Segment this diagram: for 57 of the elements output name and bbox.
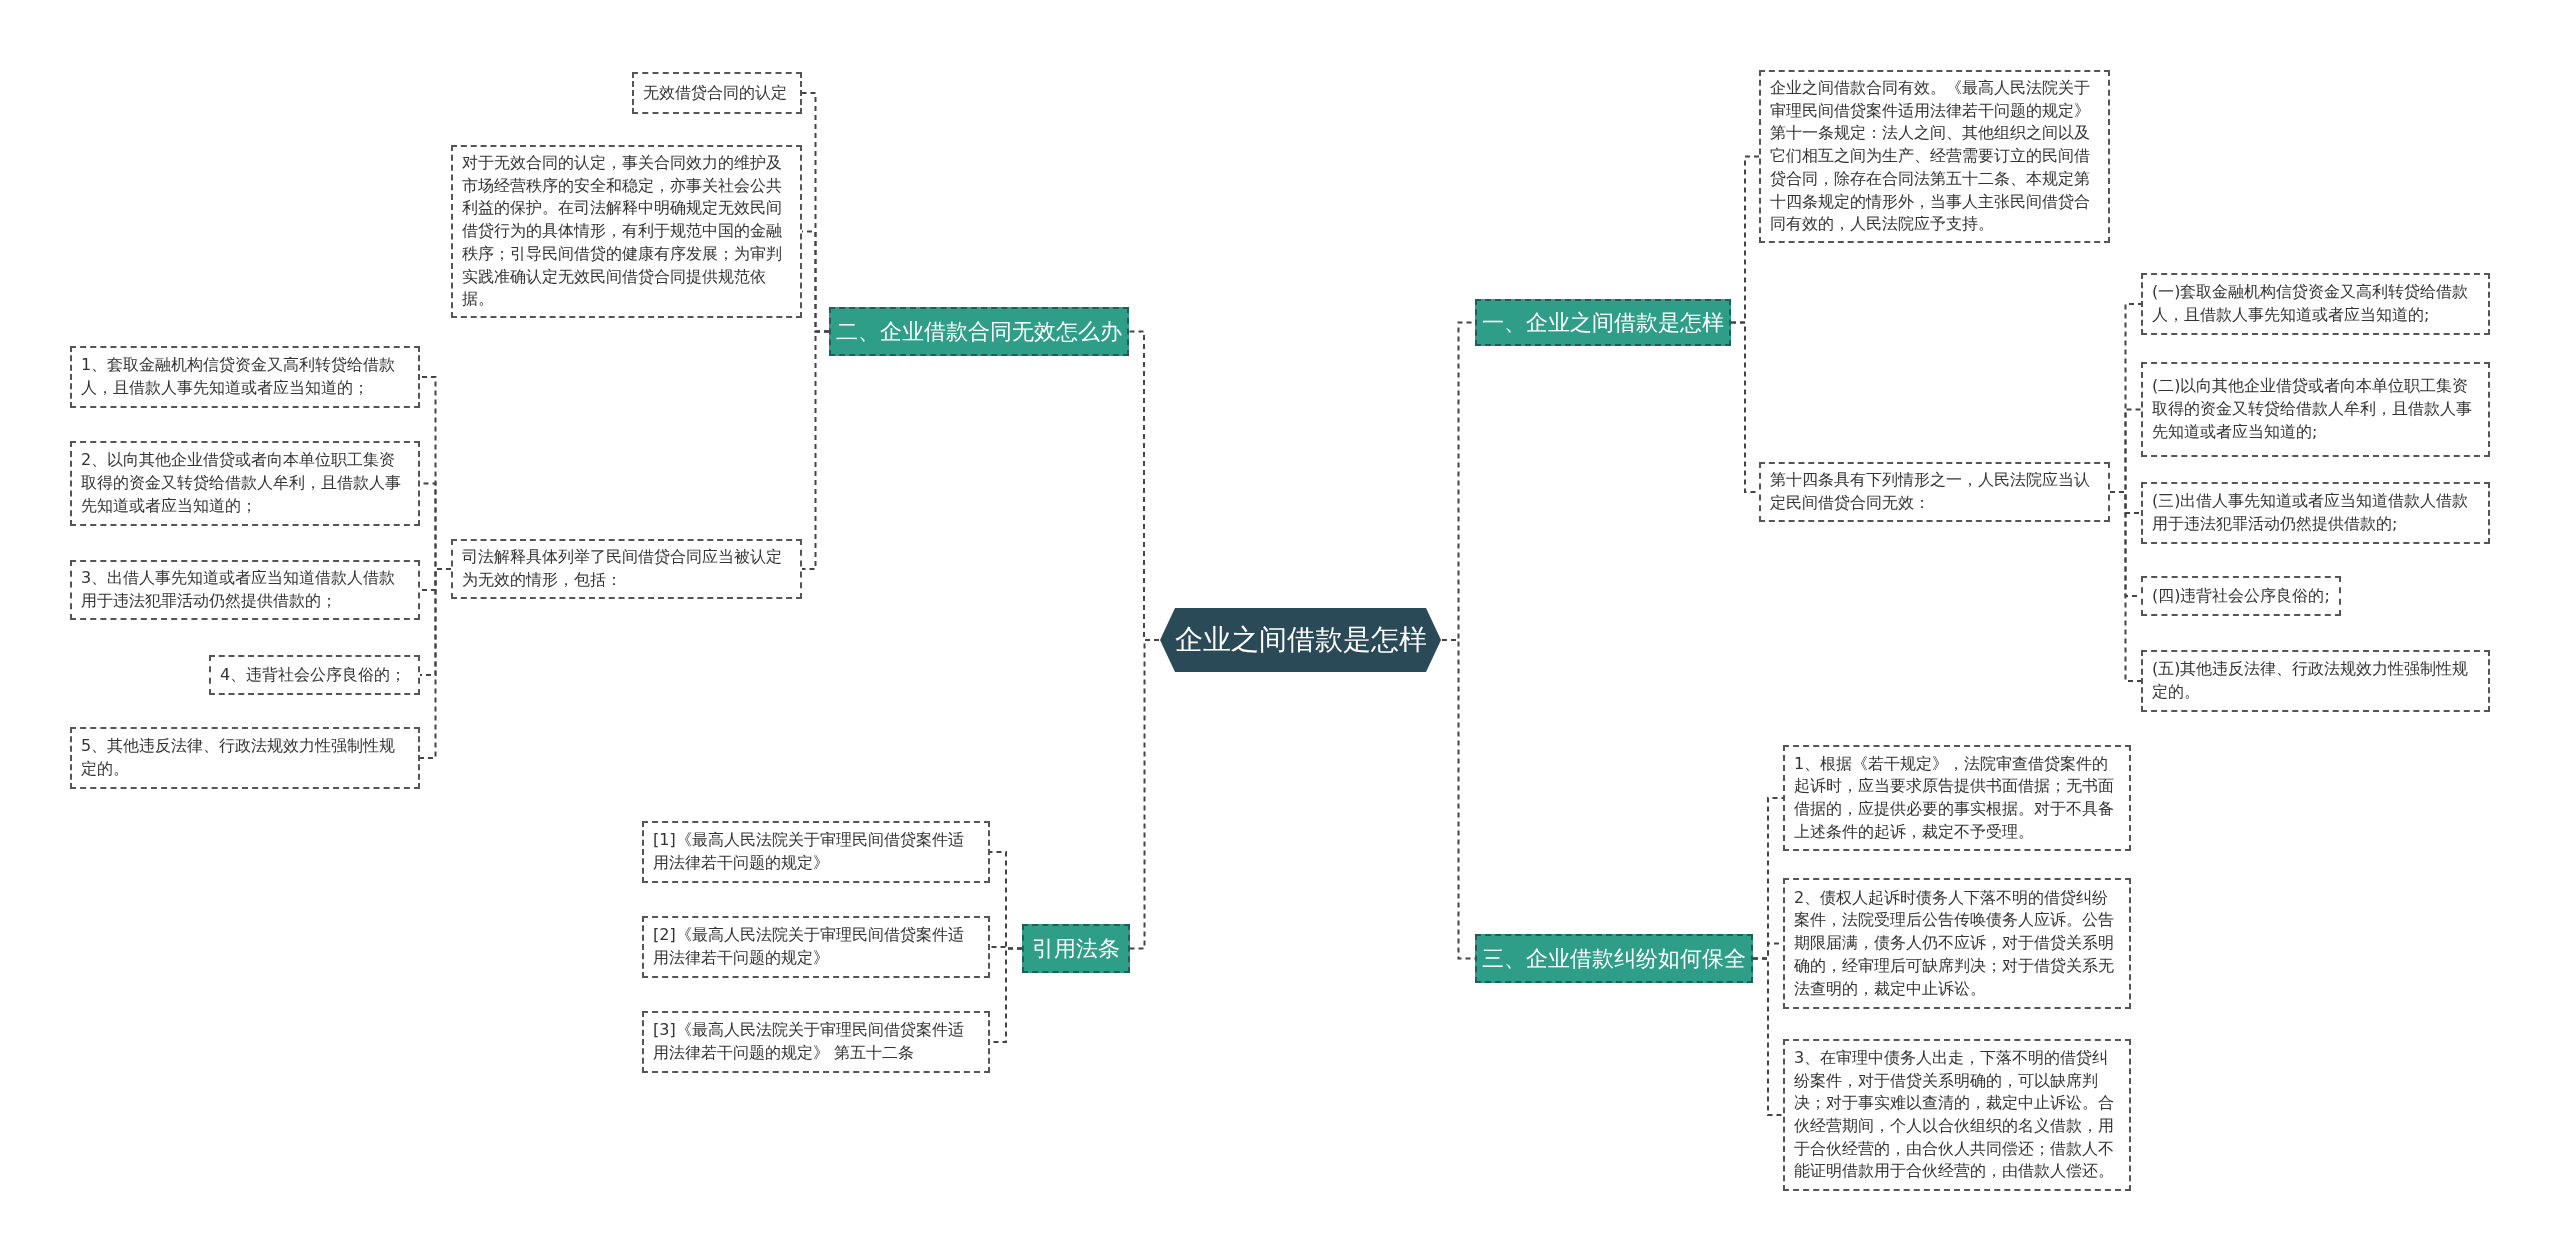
topic-text: 1、根据《若干规定》，法院审查借贷案件的起诉时，应当要求原告提供书面借据；无书面借据的，应提供必要的事实根据。对于不具备上述条件的起诉，裁定不予受理。	[1794, 752, 2115, 843]
topic-text: 三、企业借款纠纷如何保全	[1482, 944, 1746, 973]
topic-text: [3]《最高人民法院关于审理民间借贷案件适用法律若干问题的规定》 第五十二条	[653, 1019, 965, 1064]
topic-text: [1]《最高人民法院关于审理民间借贷案件适用法律若干问题的规定》	[653, 829, 965, 874]
note-box	[1783, 878, 2131, 1009]
topic-text: 司法解释具体列举了民间借贷合同应当被认定为无效的情形，包括：	[462, 546, 783, 591]
note-box	[1783, 745, 2131, 851]
note-box	[2141, 362, 2490, 457]
note-box	[1759, 462, 2110, 522]
topic-text: 1、套取金融机构信贷资金又高利转贷给借款人，且借款人事先知道或者应当知道的；	[81, 354, 397, 399]
branch-topic	[1475, 934, 1753, 983]
connector-line	[1129, 639, 1160, 950]
central-topic	[1159, 607, 1442, 673]
note-box	[1783, 1039, 2131, 1191]
note-box	[2141, 273, 2490, 335]
note-box	[2141, 482, 2490, 544]
topic-text: 2、债权人起诉时债务人下落不明的借贷纠纷案件，法院受理后公告传唤债务人应诉。公告期限届满，债务人仍不应诉，对于借贷关系明确的，经审理后可缺席判决；对于借贷关系无法查明的，裁定中止诉讼。	[1794, 886, 2115, 1000]
branch-topic	[829, 307, 1129, 356]
topic-text: (一)套取金融机构信贷资金又高利转贷给借款人，且借款人事先知道或者应当知道的;	[2152, 281, 2470, 326]
branch-topic	[1475, 299, 1731, 346]
note-box	[209, 655, 420, 695]
note-box	[70, 346, 420, 408]
note-box	[642, 821, 990, 883]
topic-text: 3、在审理中债务人出走，下落不明的借贷纠纷案件，对于借贷关系明确的，可以缺席判决；对于事实难以查清的，裁定中止诉讼。合伙经营期间，个人以合伙组织的名义借款，用于合伙经营的，由合伙人共同偿还；借款人不能证明借款用于合伙经营的，由借款人偿还。	[1794, 1046, 2115, 1183]
topic-text: [2]《最高人民法院关于审理民间借贷案件适用法律若干问题的规定》	[653, 924, 965, 969]
topic-text: (五)其他违反法律、行政法规效力性强制性规定的。	[2152, 658, 2470, 703]
topic-text: 4、违背社会公序良俗的；	[220, 663, 407, 686]
note-box	[451, 539, 802, 599]
topic-text: 2、以向其他企业借贷或者向本单位职工集资取得的资金又转贷给借款人牟利，且借款人事先知道或者应当知道的；	[81, 449, 402, 517]
topic-text: (三)出借人事先知道或者应当知道借款人借款用于违法犯罪活动仍然提供借款的;	[2152, 490, 2470, 535]
connector-line	[1752, 957, 1784, 1116]
topic-text: 无效借贷合同的认定	[643, 81, 787, 104]
note-box	[2141, 576, 2341, 616]
topic-text: 企业之间借款合同有效。《最高人民法院关于审理民间借贷案件适用法律若干问题的规定》第十一条规定：法人之间、其他组织之间以及它们相互之间为生产、经营需要订立的民间借贷合同，除存在合同法第五十二条、本规定第十四条规定的情形外，当事人主张民间借贷合同有效的，人民法院应予支持。	[1770, 77, 2091, 236]
topic-text: 第十四条具有下列情形之一，人民法院应当认定民间借贷合同无效：	[1770, 469, 2091, 514]
note-box	[70, 727, 420, 789]
topic-text: (四)违背社会公序良俗的;	[2152, 584, 2330, 607]
topic-text: 企业之间借款是怎样	[1174, 622, 1427, 658]
note-box	[70, 441, 420, 526]
topic-text: 二、企业借款合同无效怎么办	[836, 317, 1122, 346]
topic-text: 对于无效合同的认定，事关合同效力的维护及市场经营秩序的安全和稳定，亦事关社会公共利益的保护。在司法解释中明确规定无效民间借贷行为的具体情形，有利于规范中国的金融秩序；引导民间借贷的健康有序发展；为审判实践准确认定无效民间借贷合同提供规范依据。	[462, 152, 783, 311]
note-box	[70, 560, 420, 620]
topic-text: 5、其他违反法律、行政法规效力性强制性规定的。	[81, 735, 397, 780]
connector-line	[419, 568, 452, 759]
connector-line	[801, 330, 830, 570]
branch-topic	[1022, 924, 1130, 973]
note-box	[2141, 650, 2490, 712]
note-box	[632, 72, 802, 114]
connector-line	[2109, 491, 2142, 682]
note-box	[451, 145, 802, 319]
topic-text: (二)以向其他企业借贷或者向本单位职工集资取得的资金又转贷给借款人牟利，且借款人事先知道或者应当知道的;	[2152, 375, 2473, 443]
topic-text: 3、出借人事先知道或者应当知道借款人借款用于违法犯罪活动仍然提供借款的；	[81, 567, 397, 612]
note-box	[1759, 70, 2110, 244]
topic-text: 引用法条	[1032, 934, 1120, 963]
note-box	[642, 1011, 990, 1073]
note-box	[642, 916, 990, 978]
topic-text: 一、企业之间借款是怎样	[1482, 308, 1724, 337]
